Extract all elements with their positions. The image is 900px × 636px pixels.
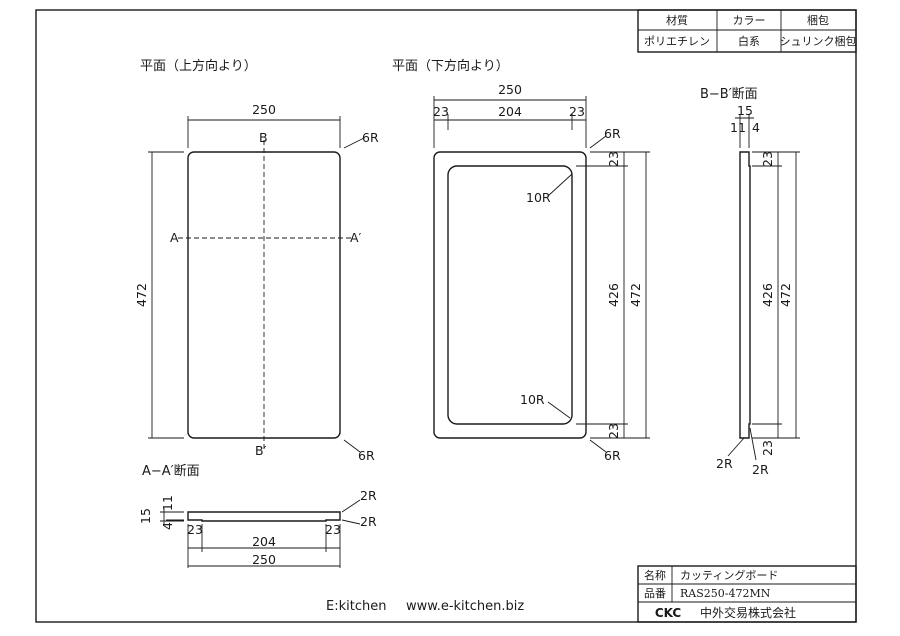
marker-a: A xyxy=(170,230,179,245)
table-header-color: カラー xyxy=(733,14,766,27)
section-aa-title: A−A′断面 xyxy=(142,464,200,479)
marker-b-prime: B′ xyxy=(255,443,267,458)
marker-a-prime: A′ xyxy=(350,230,362,245)
inner-radius-upper: 10R xyxy=(526,190,551,205)
section-aa-thickness: 15 xyxy=(138,508,153,524)
table-value-material: ポリエチレン xyxy=(644,35,710,48)
bottom-radius-lower: 6R xyxy=(604,448,621,463)
section-bb-title: B−B′断面 xyxy=(700,87,758,102)
section-bb-top-margin: 23 xyxy=(760,151,775,167)
section-bb-recess: 4 xyxy=(752,120,760,135)
table-header-material: 材質 xyxy=(666,13,688,27)
section-bb-height: 472 xyxy=(778,283,793,307)
top-height-dim: 472 xyxy=(134,283,149,307)
bottom-chain-middle: 204 xyxy=(498,104,522,119)
top-radius-lower: 6R xyxy=(358,448,375,463)
bottom-width-dim: 250 xyxy=(498,82,522,97)
section-aa: 15 11 4 23 204 23 250 2R 2R xyxy=(138,488,377,568)
title-name-value: カッティングボード xyxy=(680,568,778,582)
section-bb-thickness: 15 xyxy=(737,103,753,118)
title-name-label: 名称 xyxy=(644,568,666,582)
section-bb-profile xyxy=(739,151,751,439)
bottom-right-top-margin: 23 xyxy=(606,151,621,167)
top-view-title: 平面（上方向より） xyxy=(140,58,257,74)
top-width-dim: 250 xyxy=(252,102,276,117)
bottom-chain-right: 23 xyxy=(569,104,585,119)
company-name: 中外交易株式会社 xyxy=(700,605,796,620)
marker-b: B xyxy=(259,130,268,145)
bottom-view-title: 平面（下方向より） xyxy=(392,58,509,74)
section-bb-bottom-margin: 23 xyxy=(760,440,775,456)
footer-brand: E:kitchen xyxy=(326,599,386,614)
title-block: 名称 カッティングボード 品番 RAS250-472MN CKC 中外交易株式会… xyxy=(637,565,857,623)
sheet-frame xyxy=(35,9,857,623)
section-aa-chain-right: 23 xyxy=(325,522,341,537)
company-logo: CKC xyxy=(655,606,682,620)
material-table: 材質 カラー 梱包 ポリエチレン 白系 シュリンク梱包 xyxy=(637,9,857,53)
bottom-view: 250 23 204 23 23 426 23 472 6R 6R 10R 10… xyxy=(433,82,650,463)
section-aa-top-part: 11 xyxy=(160,495,175,511)
section-aa-profile xyxy=(187,511,341,522)
section-aa-recess: 4 xyxy=(160,522,175,530)
title-part-label: 品番 xyxy=(644,587,666,600)
section-bb-top-part: 11 xyxy=(730,120,746,135)
section-bb-radius-right: 2R xyxy=(752,462,769,477)
bottom-right-bottom-margin: 23 xyxy=(606,423,621,439)
bottom-radius-upper: 6R xyxy=(604,126,621,141)
bottom-view-outline xyxy=(433,151,587,439)
section-aa-width: 250 xyxy=(252,552,276,567)
section-aa-chain-left: 23 xyxy=(187,522,203,537)
section-bb-radius-left: 2R xyxy=(716,456,733,471)
bottom-chain-left: 23 xyxy=(433,104,449,119)
section-aa-radius-upper: 2R xyxy=(360,488,377,503)
table-value-packing: シュリンク梱包 xyxy=(780,34,857,48)
top-view: B B′ A A′ 250 472 6R 6R xyxy=(134,102,379,463)
footer-url: www.e-kitchen.biz xyxy=(406,599,524,614)
section-bb: 15 11 4 23 426 23 472 2R 2R xyxy=(716,103,800,477)
section-aa-radius-lower: 2R xyxy=(360,514,377,529)
table-header-packing: 梱包 xyxy=(807,13,829,27)
bottom-view-inner-recess xyxy=(447,165,573,425)
inner-radius-lower: 10R xyxy=(520,392,545,407)
table-value-color: 白系 xyxy=(738,34,760,48)
section-bb-inner-height: 426 xyxy=(760,283,775,307)
section-aa-chain-middle: 204 xyxy=(252,534,276,549)
bottom-right-inner-height: 426 xyxy=(606,283,621,307)
title-part-value: RAS250-472MN xyxy=(680,587,771,600)
top-radius-upper: 6R xyxy=(362,130,379,145)
bottom-right-height: 472 xyxy=(628,283,643,307)
